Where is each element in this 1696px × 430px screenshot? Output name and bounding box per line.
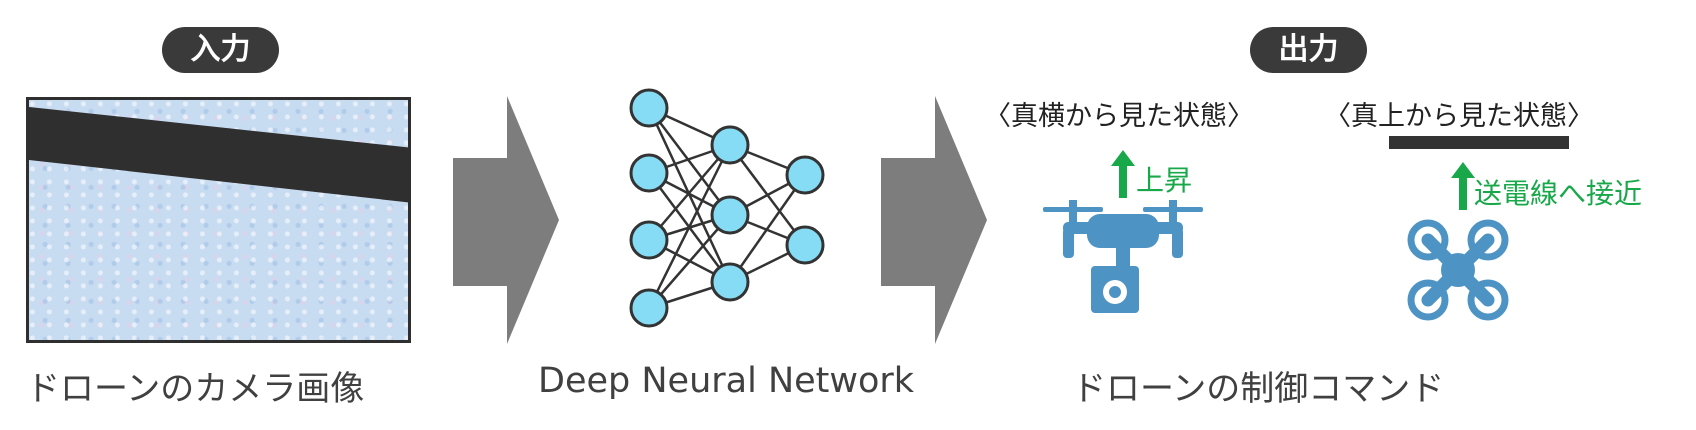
approach-arrow-icon	[1451, 162, 1475, 210]
ascend-command-label: 上昇	[1136, 164, 1193, 197]
nn-node	[785, 225, 825, 265]
drone-side-view-icon	[1043, 200, 1203, 313]
flow-arrow-1	[453, 96, 559, 344]
neural-network-icon	[629, 88, 825, 328]
nn-node	[710, 262, 750, 302]
nn-edge	[647, 144, 732, 309]
drone-camera-image	[26, 97, 411, 343]
nn-node	[629, 88, 669, 128]
input-caption: ドローンのカメラ画像	[26, 369, 365, 409]
nn-edge	[648, 107, 731, 216]
nn-node	[629, 288, 669, 328]
nn-edge	[648, 214, 731, 309]
drone-top-view-icon	[1407, 219, 1509, 321]
top-view-label: 〈真上から見た状態〉	[1324, 101, 1594, 132]
flow-arrow-2	[881, 96, 987, 344]
nn-node	[785, 155, 825, 195]
nn-node	[629, 220, 669, 260]
output-badge: 出力	[1250, 27, 1367, 73]
nn-node	[629, 153, 669, 193]
input-badge: 入力	[162, 27, 279, 73]
nn-node	[710, 125, 750, 165]
nn-node	[710, 195, 750, 235]
power-line-bar	[1389, 136, 1569, 149]
network-caption: Deep Neural Network	[538, 361, 915, 401]
side-view-label: 〈真横から見た状態〉	[984, 101, 1254, 132]
nn-edge	[728, 174, 807, 283]
nn-edge	[648, 144, 731, 241]
ascend-arrow-icon	[1111, 150, 1135, 198]
approach-command-label: 送電線へ接近	[1474, 177, 1643, 210]
output-caption: ドローンの制御コマンド	[1072, 369, 1445, 409]
power-line-in-image	[29, 107, 408, 203]
